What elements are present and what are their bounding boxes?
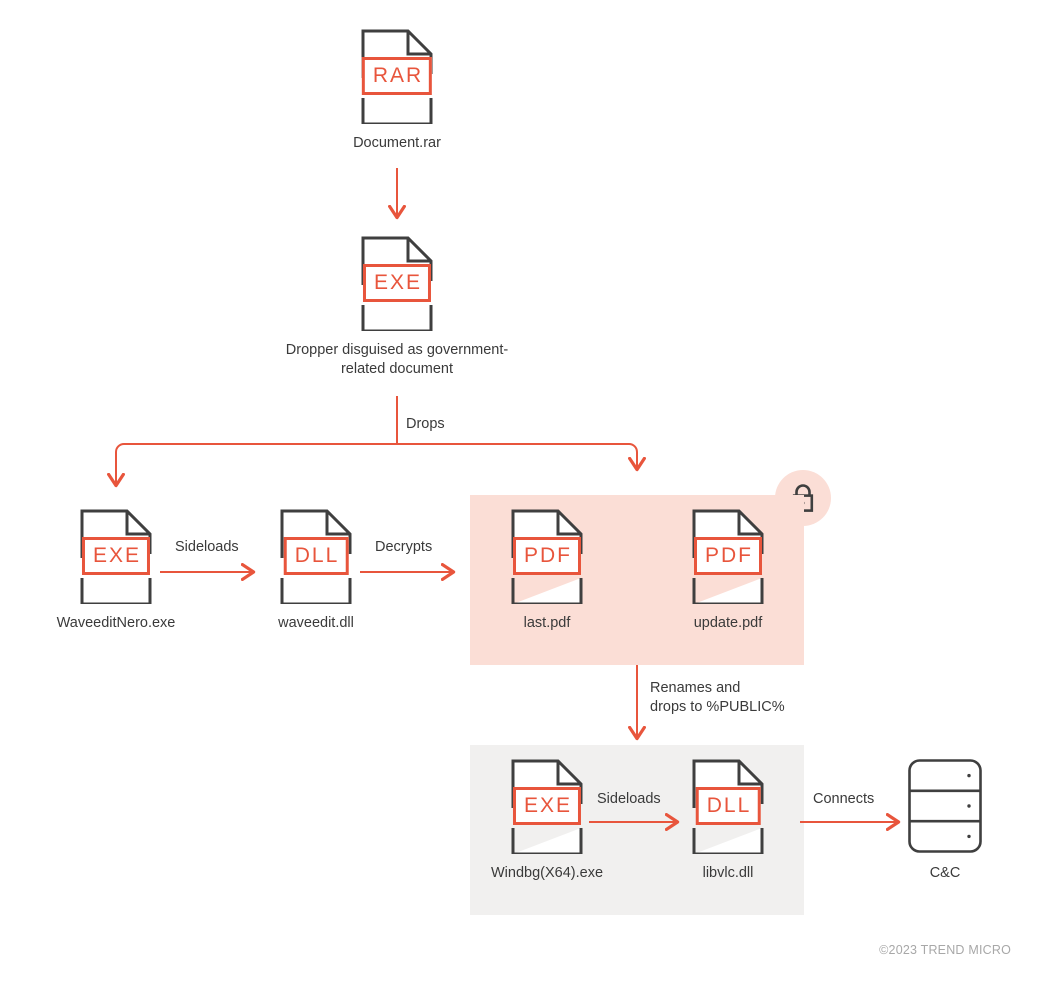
file-rar-icon: RAR bbox=[360, 28, 434, 124]
file-type-tag: DLL bbox=[283, 537, 349, 575]
file-type-tag: RAR bbox=[361, 57, 433, 95]
file-pdf-icon: PDF bbox=[510, 508, 584, 604]
file-type-tag: EXE bbox=[512, 787, 582, 825]
arrow-drops-left bbox=[116, 443, 397, 484]
node-update-pdf[interactable]: PDF update.pdf bbox=[658, 508, 798, 633]
node-windbg-exe[interactable]: EXE Windbg(X64).exe bbox=[477, 758, 617, 883]
file-type-tag: EXE bbox=[362, 264, 432, 302]
node-dropper-exe[interactable]: EXE Dropper disguised as government-rela… bbox=[286, 235, 508, 379]
node-label: last.pdf bbox=[523, 615, 571, 631]
node-label: waveedit.dll bbox=[278, 615, 354, 631]
file-type-tag: PDF bbox=[694, 537, 762, 575]
node-document-rar[interactable]: RAR Document.rar bbox=[327, 28, 467, 153]
edge-label-connects: Connects bbox=[813, 791, 875, 807]
node-label: Document.rar bbox=[353, 135, 441, 151]
node-label: libvlc.dll bbox=[702, 865, 754, 881]
file-exe-icon: EXE bbox=[510, 758, 584, 854]
arrow-drops-right bbox=[397, 443, 637, 468]
server-icon bbox=[907, 758, 983, 854]
edge-label-renames-drops: Renames and drops to %PUBLIC% bbox=[650, 680, 785, 716]
node-waveeditnero-exe[interactable]: EXE WaveeditNero.exe bbox=[46, 508, 186, 633]
node-label: Dropper disguised as government-related … bbox=[285, 342, 509, 377]
edge-label-sideloads-1: Sideloads bbox=[175, 539, 239, 555]
node-cnc-server[interactable]: C&C bbox=[875, 758, 1015, 883]
file-type-tag: EXE bbox=[81, 537, 151, 575]
file-exe-icon: EXE bbox=[79, 508, 153, 604]
edge-label-decrypts: Decrypts bbox=[375, 539, 433, 555]
file-type-tag: PDF bbox=[513, 537, 581, 575]
file-exe-icon: EXE bbox=[360, 235, 434, 331]
node-label: WaveeditNero.exe bbox=[56, 615, 176, 631]
file-dll-icon: DLL bbox=[691, 758, 765, 854]
node-libvlc-dll[interactable]: DLL libvlc.dll bbox=[658, 758, 798, 883]
node-label: C&C bbox=[929, 865, 961, 881]
edge-label-drops: Drops bbox=[406, 416, 445, 432]
node-label: update.pdf bbox=[693, 615, 763, 631]
node-last-pdf[interactable]: PDF last.pdf bbox=[477, 508, 617, 633]
file-type-tag: DLL bbox=[695, 787, 761, 825]
copyright-footer: ©2023 TREND MICRO bbox=[879, 943, 1011, 957]
file-pdf-icon: PDF bbox=[691, 508, 765, 604]
edge-label-sideloads-2: Sideloads bbox=[597, 791, 661, 807]
node-waveedit-dll[interactable]: DLL waveedit.dll bbox=[246, 508, 386, 633]
node-label: Windbg(X64).exe bbox=[490, 865, 604, 881]
file-dll-icon: DLL bbox=[279, 508, 353, 604]
